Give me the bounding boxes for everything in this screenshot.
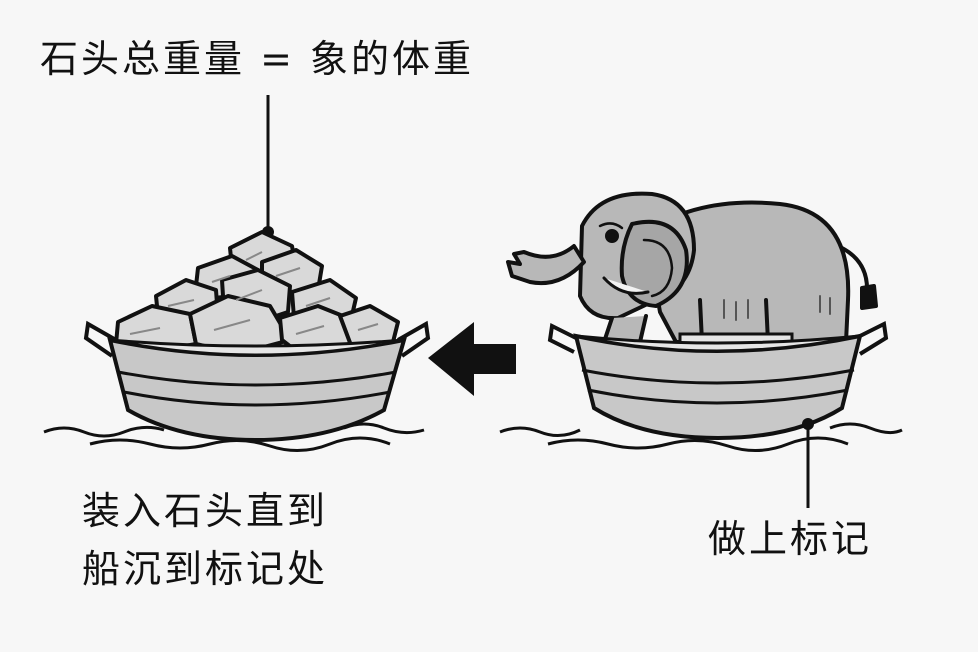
make-mark-label: 做上标记 <box>708 517 873 561</box>
boat-icon <box>573 333 863 441</box>
elephant-icon <box>506 191 878 344</box>
stone-pile-icon <box>114 230 400 356</box>
weight-equation-label: 石头总重量 = 象的体重 <box>40 37 474 81</box>
boat-icon <box>107 337 407 443</box>
equation-pointer <box>262 95 274 238</box>
elephant-boat <box>499 191 903 508</box>
load-stones-label-line2: 船沉到标记处 <box>82 547 329 591</box>
water-waves-icon <box>499 422 903 452</box>
arrow-left-icon <box>428 322 516 396</box>
water-waves-icon <box>43 422 425 452</box>
load-stones-label-line1: 装入石头直到 <box>82 489 329 533</box>
mark-pointer <box>802 418 814 508</box>
stone-boat <box>43 230 431 452</box>
